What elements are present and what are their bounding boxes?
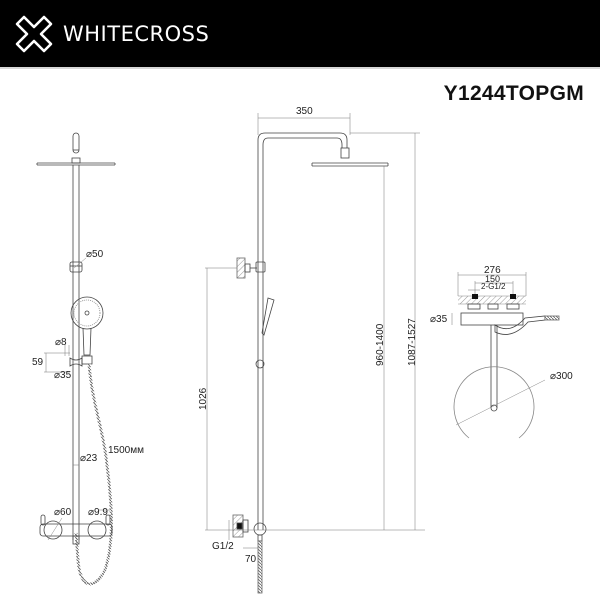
- header-bar: WHITECROSS: [0, 0, 600, 69]
- label-riser-diameter: ⌀23: [80, 453, 98, 464]
- label-body-diameter: ⌀35: [430, 314, 448, 325]
- front-view: [36, 132, 116, 586]
- label-lever-diameter: ⌀9.9: [88, 507, 108, 518]
- label-inlets: 2-G1/2: [481, 282, 506, 291]
- label-riser-clamp-diameter: ⌀50: [86, 249, 104, 260]
- label-holder-diameter: ⌀35: [54, 370, 72, 381]
- label-head-height-range: 960-1400: [375, 323, 386, 366]
- label-head-diameter: ⌀300: [550, 371, 573, 382]
- brand-name: WHITECROSS: [63, 22, 210, 46]
- cross-outline-icon: [15, 15, 53, 53]
- side-view-labels: 350 1026 960-1400 1087-1527 G1/2 70: [198, 106, 418, 565]
- label-holder-height: 59: [32, 357, 44, 368]
- label-offset: 70: [245, 554, 257, 565]
- top-view-labels: 276 150 2-G1/2 ⌀35 ⌀300: [430, 265, 573, 382]
- label-connection: G1/2: [212, 541, 234, 552]
- front-view-labels: ⌀50 ⌀8 59 ⌀35 1500мм ⌀23 ⌀60 ⌀9.9: [32, 249, 144, 518]
- label-hose-diameter: ⌀8: [55, 337, 67, 348]
- label-hose-length: 1500мм: [108, 445, 144, 456]
- model-code: Y1244TOPGM: [443, 82, 584, 105]
- label-arm-length: 350: [296, 106, 313, 117]
- label-total-height-range: 1087-1527: [407, 318, 418, 366]
- side-view: [205, 113, 425, 594]
- label-center-distance: 150: [485, 274, 500, 284]
- label-mount-height: 1026: [198, 387, 209, 410]
- brand-logo: WHITECROSS: [14, 14, 209, 54]
- label-mixer-handle-diameter: ⌀60: [54, 507, 72, 518]
- label-mixer-width: 276: [484, 265, 501, 276]
- top-view: [451, 272, 560, 439]
